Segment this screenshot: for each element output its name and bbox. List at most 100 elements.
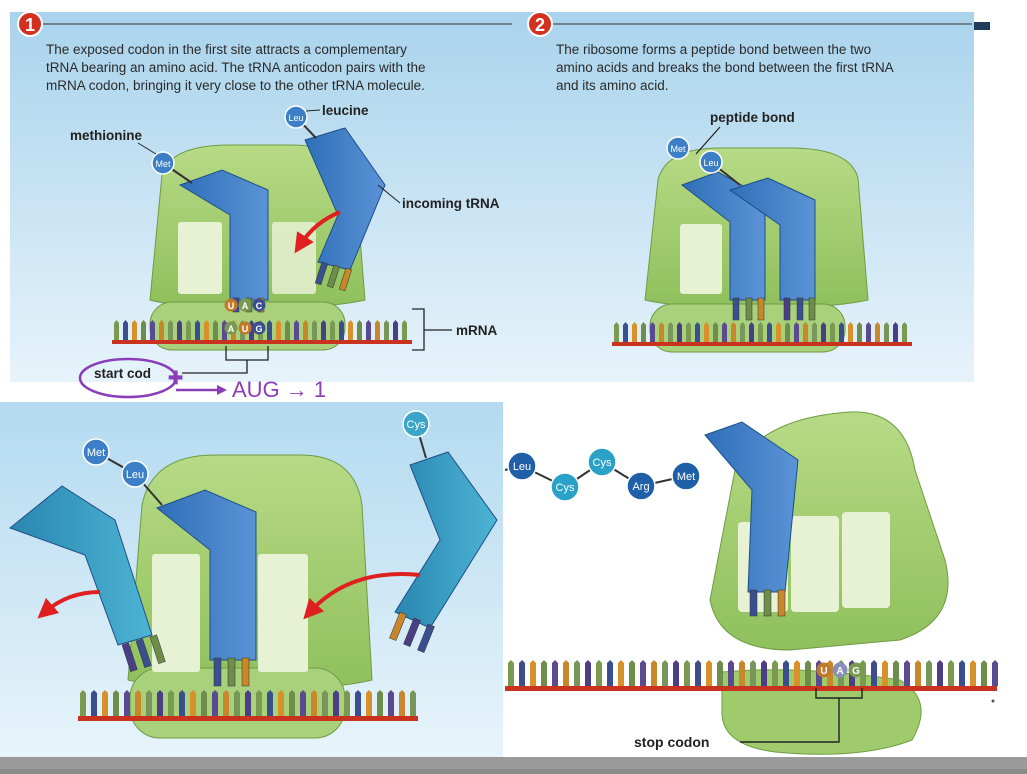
nucleotide-base: [839, 322, 844, 342]
panel-3: Met Leu Cys: [8, 410, 498, 739]
stop-codon-letter: U: [820, 666, 827, 677]
nucleotide-base: [388, 690, 394, 716]
trna-exiting: [8, 485, 153, 646]
nucleotide-base: [640, 660, 646, 686]
amino-leu-icon: [699, 150, 723, 174]
codon-letter: A: [228, 324, 235, 334]
nucleotide-base: [848, 322, 853, 342]
nucleotide-base: [937, 660, 943, 686]
nucleotide-base: [168, 320, 173, 340]
label-incoming-trna: incoming tRNA: [402, 196, 500, 211]
codon-letter-bg: [238, 321, 252, 335]
nucleotide-base: [339, 320, 344, 340]
trna-methionine: [178, 169, 269, 301]
nucleotide-base: [948, 660, 954, 686]
nucleotide-base: [91, 690, 97, 716]
nucleotide-base: [739, 660, 745, 686]
nucleotide-base: [772, 660, 778, 686]
amino-acid-icon: [587, 447, 617, 477]
anticodon-base: [763, 589, 772, 617]
anticodon-base: [417, 623, 435, 653]
nucleotide-base: [201, 690, 207, 716]
label-methionine: methionine: [70, 128, 142, 143]
nucleotide-base: [830, 322, 835, 342]
nucleotide-base: [926, 660, 932, 686]
edge-dot: [991, 699, 995, 703]
stop-codon-letter-bg: [848, 662, 864, 678]
trna-left: [680, 171, 766, 301]
stop-codon-letter-bg: [816, 662, 832, 678]
anticodon-base: [326, 264, 341, 289]
nucleotide-base: [785, 322, 790, 342]
nucleotide-base: [794, 322, 799, 342]
nucleotide-base: [177, 320, 182, 340]
amino-acid-icon: [550, 472, 580, 502]
nucleotide-base: [355, 690, 361, 716]
anticodon-base: [749, 589, 758, 617]
nucleotide-base: [80, 690, 86, 716]
nucleotide-base: [179, 690, 185, 716]
nucleotide-base: [767, 322, 772, 342]
nucleotide-base: [704, 322, 709, 342]
nucleotide-base: [981, 660, 987, 686]
nucleotide-base: [366, 320, 371, 340]
amino-acid-label: Cys: [593, 457, 612, 469]
panel-1-caption-line-3: mRNA codon, bringing it very close to th…: [46, 78, 425, 93]
nucleotide-base: [123, 320, 128, 340]
start-codon-bracket: [182, 346, 269, 374]
mrna-strand: [78, 716, 418, 721]
mrna-strand: [612, 342, 912, 346]
anticodon-base: [338, 267, 353, 292]
nucleotide-base: [684, 660, 690, 686]
nucleotide-base: [276, 320, 281, 340]
nucleotide-base: [146, 690, 152, 716]
nucleotide-base: [623, 322, 628, 342]
mrna-bracket: [412, 308, 452, 351]
anticodon-base: [149, 634, 166, 664]
nucleotide-base: [186, 320, 191, 340]
nucleotide-base: [135, 690, 141, 716]
nucleotide-base: [303, 320, 308, 340]
nucleotide-base: [761, 660, 767, 686]
codon-letter: G: [255, 324, 262, 334]
ribosome-p-site: [152, 554, 200, 672]
nucleotide-base: [330, 320, 335, 340]
top-dark-tab: [974, 22, 990, 30]
amino-met-label: Met: [155, 159, 171, 169]
amino-met-label: Met: [87, 447, 105, 459]
nucleotide-base: [541, 660, 547, 686]
nucleotide-base: [857, 322, 862, 342]
anticodon-base: [777, 589, 786, 617]
anticodon-base: [213, 657, 222, 687]
nucleotide-base: [650, 322, 655, 342]
mrna-strand: [505, 686, 997, 691]
nucleotide-base: [893, 322, 898, 342]
nucleotide-base: [410, 690, 416, 716]
panel-2-caption-line-3: and its amino acid.: [556, 78, 669, 93]
nucleotide-base: [695, 660, 701, 686]
nucleotide-base: [113, 690, 119, 716]
ribosome-p-site: [178, 222, 222, 294]
ribosome-p-site: [680, 224, 722, 294]
nucleotide-base: [322, 690, 328, 716]
ribosome-site-3: [842, 512, 890, 608]
nucleotide-base: [552, 660, 558, 686]
nucleotide-base: [884, 322, 889, 342]
nucleotide-base: [893, 660, 899, 686]
nucleotide-base: [348, 320, 353, 340]
nucleotide-base: [132, 320, 137, 340]
nucleotide-base: [783, 660, 789, 686]
nucleotide-base: [357, 320, 362, 340]
nucleotide-base: [234, 690, 240, 716]
nucleotide-base: [213, 320, 218, 340]
nucleotide-base: [629, 660, 635, 686]
nucleotide-base: [632, 322, 637, 342]
nucleotide-base: [866, 322, 871, 342]
nucleotide-base: [300, 690, 306, 716]
anticodon-base: [745, 297, 753, 321]
amino-leu-label: Leu: [126, 469, 144, 481]
nucleotide-base: [195, 320, 200, 340]
amino-cys-label: Cys: [407, 419, 426, 431]
